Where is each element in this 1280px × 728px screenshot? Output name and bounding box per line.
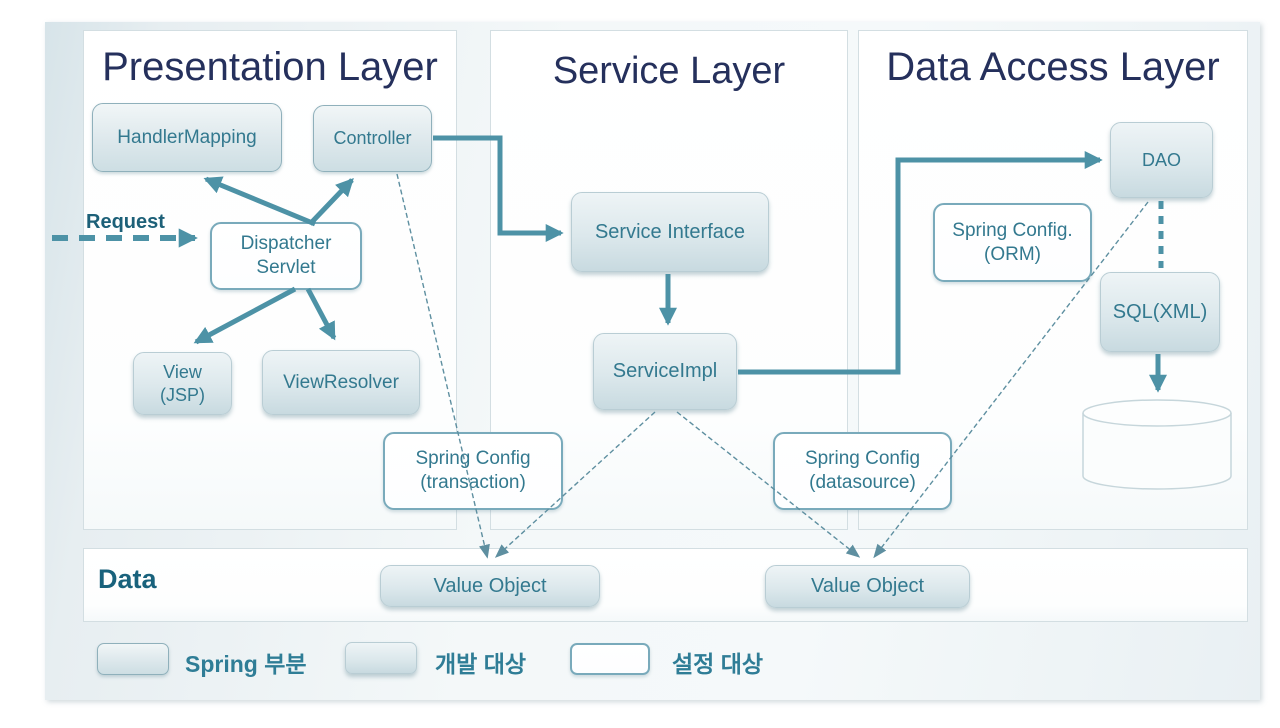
node-dispatcher-servlet: Dispatcher Servlet — [210, 222, 362, 290]
node-sql-xml: SQL(XML) — [1100, 272, 1220, 352]
node-spring-config-orm: Spring Config. (ORM) — [933, 203, 1092, 282]
node-controller: Controller — [313, 105, 432, 172]
presentation-layer-title: Presentation Layer — [102, 45, 438, 89]
data-row-panel — [83, 548, 1248, 622]
node-spring-config-datasource: Spring Config (datasource) — [773, 432, 952, 510]
legend-swatch-configuration-target — [570, 643, 650, 675]
node-value-object-2: Value Object — [765, 565, 970, 608]
node-service-impl: ServiceImpl — [593, 333, 737, 410]
legend-label-development-target: 개발 대상 — [435, 651, 527, 677]
node-dao: DAO — [1110, 122, 1213, 198]
request-label: Request — [86, 211, 165, 233]
node-service-interface: Service Interface — [571, 192, 769, 272]
data-row-label: Data — [98, 564, 157, 594]
data-access-layer-title: Data Access Layer — [886, 45, 1220, 89]
database-label: DataBase — [1107, 440, 1209, 465]
node-value-object-1: Value Object — [380, 565, 600, 607]
node-handler-mapping: HandlerMapping — [92, 103, 282, 172]
legend-swatch-spring-part — [97, 643, 169, 675]
node-spring-config-transaction: Spring Config (transaction) — [383, 432, 563, 510]
service-layer-title: Service Layer — [552, 50, 786, 92]
legend-swatch-development-target — [345, 642, 417, 674]
node-view-jsp: View (JSP) — [133, 352, 232, 415]
legend-label-spring-part: Spring 부분 — [185, 651, 307, 677]
legend-label-configuration-target: 설정 대상 — [672, 651, 764, 677]
node-view-resolver: ViewResolver — [262, 350, 420, 415]
